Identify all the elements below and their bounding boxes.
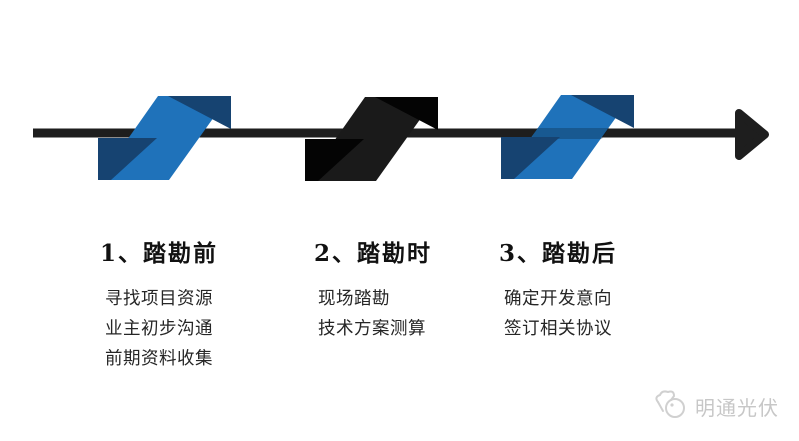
stage-block-2: 2、踏勘时 现场踏勘 技术方案测算 (314, 240, 432, 344)
stage-detail-line: 签订相关协议 (504, 319, 612, 339)
stage-block-3: 3、踏勘后 确定开发意向 签订相关协议 (499, 240, 617, 344)
ribbon-fold-top-right (168, 96, 231, 129)
ribbon-marker-2 (305, 97, 438, 181)
ribbon-fold-bottom-left (501, 137, 560, 179)
ribbon-fold-top-right (375, 97, 438, 130)
stage-2-heading: 2、踏勘时 (314, 240, 433, 267)
ribbon-fold-top-right (571, 95, 634, 128)
stage-detail-line: 现场踏勘 (318, 289, 390, 309)
stage-3-heading: 3、踏勘后 (499, 240, 618, 267)
stage-1-details: 寻找项目资源 业主初步沟通 前期资料收集 (105, 284, 218, 374)
ribbon-fold-bottom-left (305, 139, 364, 181)
stage-detail-line: 寻找项目资源 (105, 289, 213, 309)
stage-1-heading: 1、踏勘前 (100, 240, 219, 267)
cloud-circle-logo-icon (655, 390, 685, 418)
stage-2-details: 现场踏勘 技术方案测算 (318, 284, 432, 344)
ribbon-line-shadow (531, 128, 609, 139)
ribbon-marker-1 (98, 96, 231, 180)
watermark: 明通光伏 (651, 389, 779, 423)
arrow-right-icon (735, 109, 769, 160)
stage-3-details: 确定开发意向 签订相关协议 (504, 284, 617, 344)
stage-detail-line: 前期资料收集 (105, 349, 213, 369)
stage-detail-line: 确定开发意向 (504, 289, 612, 309)
stage-detail-line: 业主初步沟通 (105, 319, 213, 339)
watermark-brand-text: 明通光伏 (695, 395, 779, 420)
stage-block-1: 1、踏勘前 寻找项目资源 业主初步沟通 前期资料收集 (100, 240, 218, 374)
stage-detail-line: 技术方案测算 (318, 319, 426, 339)
ribbon-fold-bottom-left (98, 138, 157, 180)
ribbon-marker-3 (501, 95, 634, 179)
